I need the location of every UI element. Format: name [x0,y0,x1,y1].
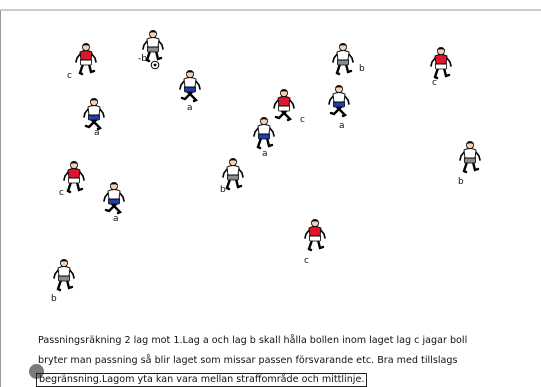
player-leg [68,182,71,192]
player-team-c [305,219,325,250]
player-label-a: a [113,214,119,224]
player-shirt [309,227,321,237]
player-label-a: a [339,121,345,131]
player-label-c: c [67,71,72,81]
player-leg [147,51,150,61]
player-label-a: a [262,149,268,159]
player-label-b: b [458,177,464,187]
player-shirt [333,93,345,103]
player-shirt [464,149,476,159]
player-leg [227,179,230,189]
player-leg [80,64,83,74]
player-team-b [333,43,353,74]
player-label-b: b [51,294,57,304]
player-label-a: a [94,128,100,138]
player-team-b [54,259,74,290]
player-label-c: c [300,115,305,125]
player-team-c [64,161,84,192]
player-label-c: c [304,256,309,266]
player-shirt [68,169,80,179]
player-team-a [254,117,274,148]
player-label-a: a [187,103,193,113]
player-leg [309,240,312,250]
player-leg [58,280,61,290]
player-leg [464,162,467,172]
player-label-b: -b [138,54,147,64]
description-line-3: begränsning.Lagom yta kan vara mellan st… [36,373,367,387]
player-team-c [76,43,96,74]
player-team-a [104,182,124,213]
description-line-1: Passningsräkning 2 lag mot 1.Lag a och l… [38,335,467,347]
player-team-b [223,158,243,189]
player-shirt [147,38,159,48]
player-shirt [227,166,239,176]
player-shirt [58,267,70,277]
player-label-b: b [220,185,226,195]
ball-patch [154,64,157,67]
player-shirt [278,97,290,107]
player-label-c: c [59,188,64,198]
player-shirt [108,190,120,200]
player-leg [435,68,438,78]
player-label-c: c [432,78,437,88]
player-leg [337,64,340,74]
player-shirt [258,125,270,135]
player-shirt [184,78,196,88]
player-shirt [88,106,100,116]
description-line-2: bryter man passning så blir laget som mi… [38,355,457,367]
player-team-c [431,47,451,78]
player-leg [258,138,261,148]
player-team-a [84,98,104,129]
player-shirt [80,51,92,61]
player-shirt [435,55,447,65]
player-team-a [180,70,200,101]
player-team-c [274,89,294,120]
player-team-b [460,141,480,172]
player-label-b: b [359,64,365,74]
player-team-a [329,85,349,116]
player-shirt [337,51,349,61]
